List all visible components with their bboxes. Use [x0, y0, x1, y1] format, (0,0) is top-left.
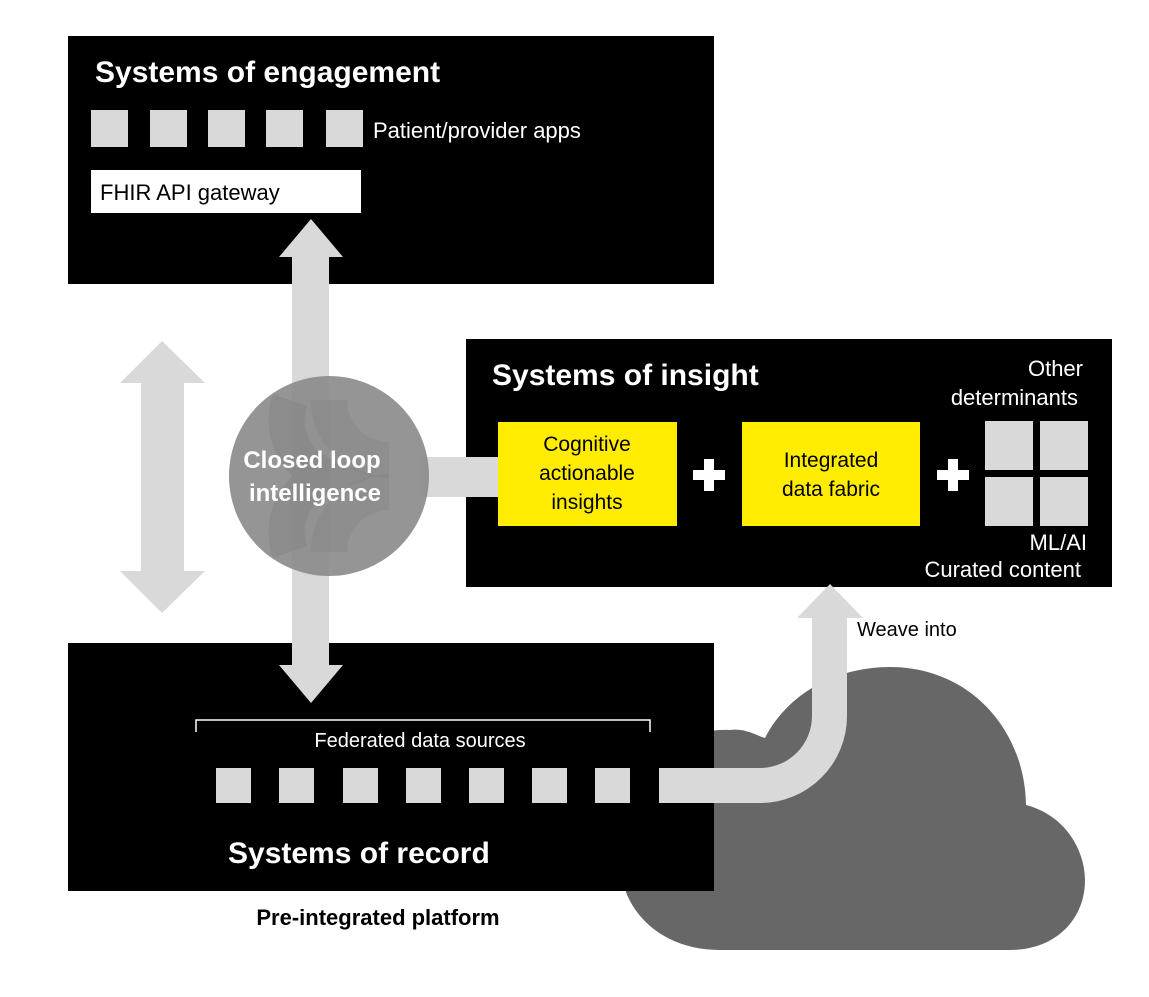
- fhir-gateway-box: [91, 170, 361, 213]
- systems-of-insight-box: Systems of insight Other determinants Co…: [466, 339, 1112, 587]
- fhir-gateway-label: FHIR API gateway: [100, 180, 280, 205]
- data-source-squares: [216, 768, 630, 803]
- systems-of-engagement-box: Systems of engagement Patient/provider a…: [68, 36, 714, 284]
- data-source-square: [279, 768, 314, 803]
- ml-ai-label: ML/AI: [1030, 530, 1087, 555]
- closed-loop-circle: Closed loop intelligence: [229, 376, 429, 576]
- apps-label: Patient/provider apps: [373, 118, 581, 143]
- other-determinants-line1: Other: [1028, 356, 1083, 381]
- data-source-square: [343, 768, 378, 803]
- insight-title: Systems of insight: [492, 359, 759, 392]
- other-determinants-line2: determinants: [951, 385, 1078, 410]
- app-square: [266, 110, 303, 147]
- weave-into-label: Weave into: [857, 619, 957, 641]
- integrated-data-fabric-box: [742, 422, 920, 526]
- app-squares: [91, 110, 363, 147]
- cloud-icon: [620, 667, 1085, 950]
- app-square: [91, 110, 128, 147]
- data-source-square: [216, 768, 251, 803]
- engagement-title: Systems of engagement: [95, 56, 440, 89]
- app-square: [208, 110, 245, 147]
- grid-squares-icon: [985, 421, 1088, 526]
- app-square: [326, 110, 363, 147]
- fabric-line1: Integrated: [784, 449, 879, 472]
- record-title: Systems of record: [228, 837, 490, 870]
- cognitive-insights-box: [498, 422, 677, 526]
- data-source-square: [469, 768, 504, 803]
- curated-content-label: Curated content: [924, 557, 1081, 582]
- plus-icon: [937, 459, 969, 491]
- weave-arrow: [659, 584, 863, 803]
- app-square: [150, 110, 187, 147]
- cognitive-line2: actionable: [539, 462, 635, 485]
- bracket: [195, 719, 651, 732]
- cognitive-line3: insights: [551, 491, 622, 514]
- data-source-square: [406, 768, 441, 803]
- data-source-square: [532, 768, 567, 803]
- loop-line2: intelligence: [249, 480, 381, 507]
- federated-label: Federated data sources: [314, 730, 525, 752]
- plus-icon: [693, 459, 725, 491]
- cognitive-line1: Cognitive: [543, 433, 631, 456]
- fabric-line2: data fabric: [782, 478, 880, 501]
- left-double-arrow: [120, 341, 205, 613]
- systems-of-record-box: Federated data sources Systems of record: [68, 643, 714, 891]
- connector-bar: [420, 457, 498, 497]
- data-source-square: [595, 768, 630, 803]
- loop-line1: Closed loop: [243, 447, 380, 474]
- platform-label: Pre-integrated platform: [256, 905, 499, 930]
